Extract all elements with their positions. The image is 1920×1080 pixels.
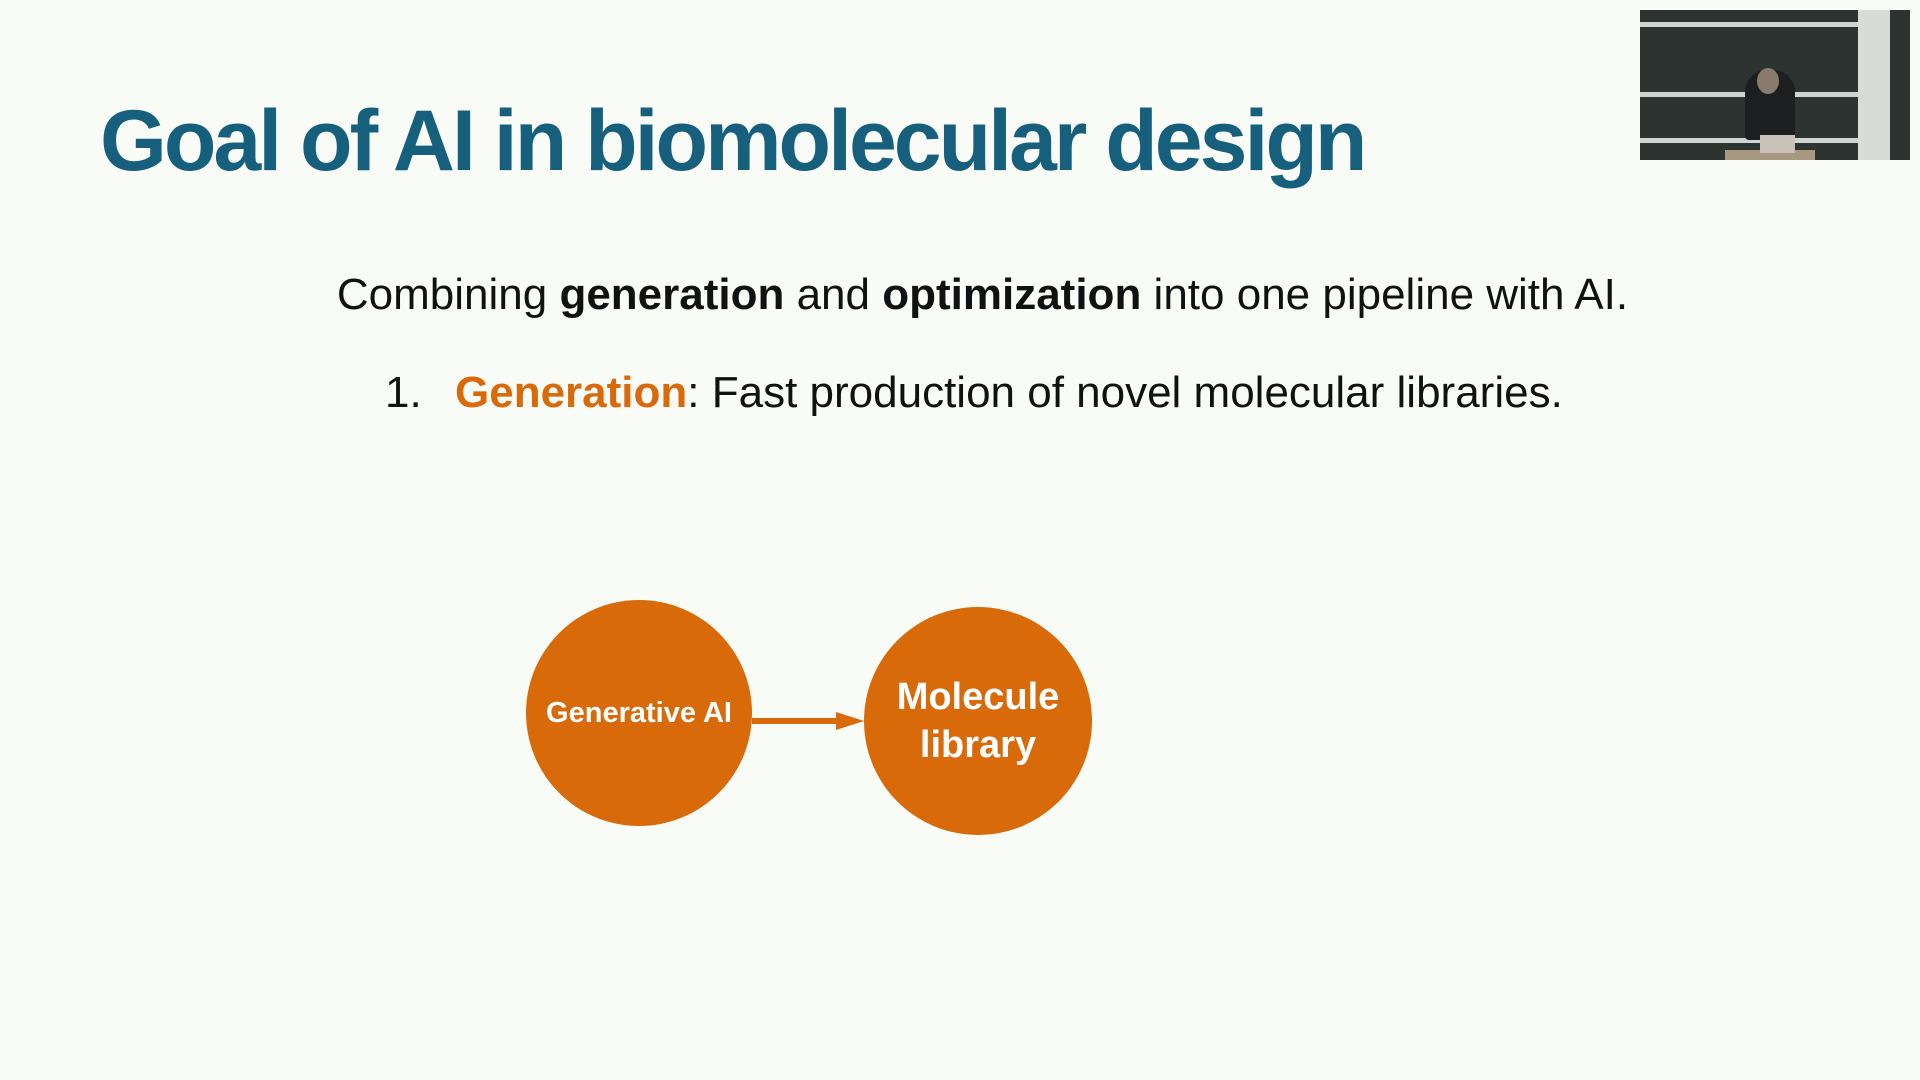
subtitle-bold-optimization: optimization — [882, 270, 1142, 319]
speaker-head — [1757, 68, 1779, 94]
node-label: library — [919, 724, 1037, 766]
laptop — [1760, 135, 1795, 153]
arrow-icon — [752, 712, 864, 730]
molecule-library-node: Molecule library — [864, 607, 1092, 835]
list-text: : Fast production of novel molecular lib… — [687, 368, 1563, 417]
node-label: Generative AI — [546, 696, 732, 729]
subtitle-text: into one pipeline with AI. — [1141, 270, 1629, 319]
pillar — [1858, 10, 1890, 160]
slide-subtitle: Combining generation and optimization in… — [0, 270, 1920, 320]
subtitle-text: Combining — [336, 270, 560, 319]
desk — [1725, 150, 1815, 160]
subtitle-text: and — [784, 270, 883, 319]
chalkboard-rail — [1640, 22, 1860, 27]
list-item: 1. Generation: Fast production of novel m… — [385, 368, 1563, 418]
chalkboard-rail — [1640, 138, 1860, 143]
list-highlight: Generation — [455, 368, 688, 417]
speaker-video-thumbnail — [1640, 10, 1910, 160]
list-number: 1. — [385, 368, 422, 417]
generative-ai-node: Generative AI — [526, 600, 752, 826]
node-label: Molecule — [896, 676, 1060, 718]
subtitle-bold-generation: generation — [559, 270, 785, 319]
slide-title: Goal of AI in biomolecular design — [100, 93, 1367, 189]
